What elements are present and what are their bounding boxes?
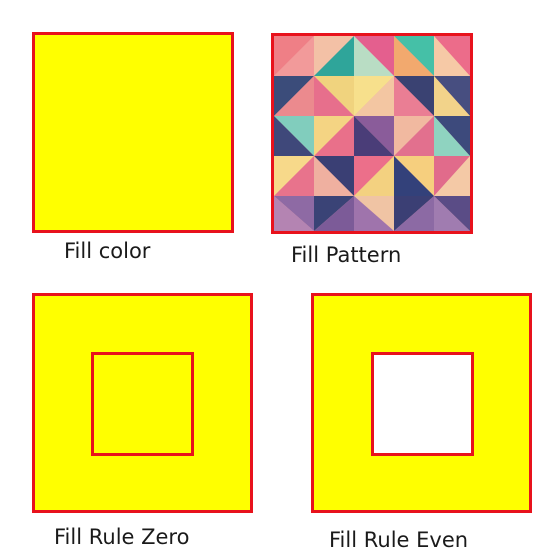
fill-rule-zero-inner-square	[91, 352, 194, 456]
fill-pattern-caption: Fill Pattern	[291, 245, 401, 266]
fill-rule-even-hole	[371, 352, 474, 456]
geometric-pattern-image	[274, 36, 470, 231]
fill-color-caption: Fill color	[64, 241, 150, 262]
fill-rule-zero-caption: Fill Rule Zero	[54, 527, 189, 548]
fill-pattern-square	[271, 33, 473, 234]
fill-rule-even-caption: Fill Rule Even	[329, 530, 468, 551]
fill-color-square	[32, 32, 234, 233]
